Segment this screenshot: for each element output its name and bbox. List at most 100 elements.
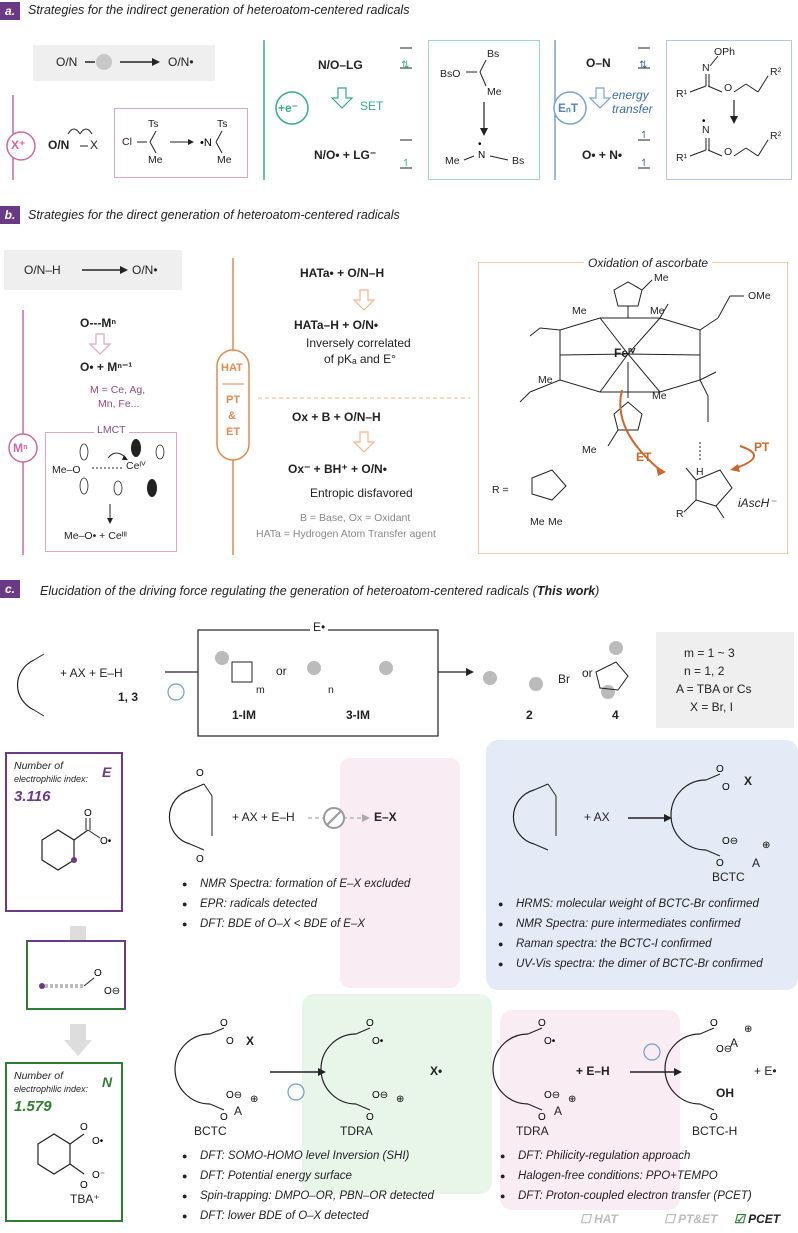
c-panel2-bullets: HRMS: molecular weight of BCTC-Br confir… bbox=[498, 894, 763, 974]
b-hat-badge-mid2: & bbox=[228, 410, 236, 422]
b-hat-line2: HATa–H + O/N• bbox=[294, 318, 379, 332]
b-metal-line3: M = Ce, Ag, bbox=[90, 384, 146, 396]
c-panel4-a2: A bbox=[730, 1036, 739, 1050]
b-hat-legend2: HATa = Hydrogen Atom Transfer agent bbox=[256, 528, 436, 540]
c-panel3-label-left: BCTC bbox=[194, 1124, 227, 1138]
c-check-ptet: ☐ PT&ET bbox=[664, 1212, 717, 1226]
c-check-ptet-label: PT&ET bbox=[678, 1212, 718, 1226]
list-item: HRMS: molecular weight of BCTC-Br confir… bbox=[498, 894, 763, 914]
b-fe: Feᴵⱽ bbox=[614, 346, 636, 360]
a-onx: O/N bbox=[48, 138, 70, 152]
svg-text:O: O bbox=[366, 1018, 374, 1029]
b-me-2: Me bbox=[650, 305, 665, 317]
svg-text:O⁻: O⁻ bbox=[92, 1170, 105, 1181]
svg-text:O: O bbox=[710, 1018, 718, 1029]
c-n-card-tba: TBA⁺ bbox=[70, 1192, 100, 1206]
svg-text:O•: O• bbox=[92, 1136, 104, 1147]
svg-text:O: O bbox=[716, 858, 724, 869]
c-or1: or bbox=[276, 664, 287, 678]
a-oxime-ob: O bbox=[724, 146, 733, 158]
svg-text:⊕: ⊕ bbox=[250, 1094, 258, 1105]
c-panel4-label-left: TDRA bbox=[516, 1124, 549, 1138]
svg-text:O⊖: O⊖ bbox=[544, 1090, 560, 1101]
c-e-card-title: Number of bbox=[14, 760, 64, 772]
svg-text:⇅: ⇅ bbox=[401, 60, 409, 71]
list-item: NMR Spectra: formation of E–X excluded bbox=[182, 874, 410, 894]
a-oxime-r2b: R² bbox=[770, 130, 782, 142]
svg-text:O: O bbox=[196, 768, 204, 779]
b-ome: OMe bbox=[748, 290, 771, 302]
c-label-13: 1, 3 bbox=[118, 690, 139, 704]
c-panel1-eqn: + AX + E–H bbox=[232, 810, 295, 824]
svg-text:⊕: ⊕ bbox=[744, 1024, 752, 1035]
svg-text:O: O bbox=[84, 808, 92, 819]
b-ome2: Me bbox=[548, 516, 563, 528]
c-or2: or bbox=[582, 666, 593, 680]
c-m: m bbox=[256, 684, 265, 696]
svg-text:O•: O• bbox=[372, 1036, 384, 1047]
svg-text:O⊖: O⊖ bbox=[226, 1090, 242, 1101]
a-oxime-r1b: R¹ bbox=[676, 152, 688, 164]
b-iasch: iAscH⁻ bbox=[738, 496, 776, 510]
b-lmct-bottom: Me–O• + Ceᴵᴵᴵ bbox=[64, 530, 127, 542]
b-pt: PT bbox=[754, 440, 770, 454]
list-item: UV-Vis spectra: the dimer of BCTC-Br con… bbox=[498, 954, 763, 974]
svg-text:O: O bbox=[710, 1112, 718, 1123]
svg-text:↿: ↿ bbox=[640, 130, 648, 141]
c-panel3-label-right: TDRA bbox=[340, 1124, 373, 1138]
c-check-hat-label: HAT bbox=[594, 1212, 618, 1226]
svg-text:O⊖: O⊖ bbox=[104, 986, 120, 997]
c-check-pcet: ☑ PCET bbox=[734, 1212, 780, 1226]
section-b-tag: b. bbox=[0, 206, 20, 224]
checkbox-icon: ☐ bbox=[580, 1212, 595, 1226]
list-item: DFT: BDE of O–X < BDE of E–X bbox=[182, 914, 410, 934]
a-reaction-box bbox=[33, 45, 215, 81]
svg-text:⊕: ⊕ bbox=[762, 840, 770, 851]
list-item: DFT: lower BDE of O–X detected bbox=[182, 1206, 434, 1226]
a-oxime-r1: R¹ bbox=[676, 88, 688, 100]
b-hat-line4: of pKₐ and E° bbox=[324, 352, 396, 366]
a-cln-ts: Ts bbox=[148, 118, 159, 130]
b-me-5: Me bbox=[654, 272, 669, 284]
svg-text:O: O bbox=[220, 1018, 228, 1029]
c-e-dot: E• bbox=[310, 620, 329, 634]
c-panel2-a: A bbox=[752, 856, 761, 870]
list-item: DFT: Philicity-regulation approach bbox=[500, 1146, 752, 1166]
svg-text:O: O bbox=[94, 968, 102, 979]
section-c-title-main: Elucidation of the driving force regulat… bbox=[40, 584, 537, 598]
b-me-6: Me bbox=[582, 444, 597, 456]
list-item: DFT: SOMO-HOMO level Inversion (SHI) bbox=[182, 1146, 434, 1166]
c-panel1-bullets: NMR Spectra: formation of E–X excluded E… bbox=[182, 874, 410, 934]
c-check-pcet-label: PCET bbox=[748, 1212, 781, 1226]
b-lmct-ce: Ceᴵⱽ bbox=[126, 460, 146, 472]
svg-text:⇅: ⇅ bbox=[639, 60, 647, 71]
b-metal-line2: O• + Mⁿ⁻¹ bbox=[80, 360, 133, 374]
svg-text:↿: ↿ bbox=[640, 158, 648, 169]
c-panel4-oh: OH bbox=[716, 1086, 734, 1100]
section-c-title: Elucidation of the driving force regulat… bbox=[40, 584, 599, 598]
b-lmct-meo: Me–O bbox=[52, 464, 81, 476]
a-ent-top: O–N bbox=[586, 56, 611, 70]
b-lmct-label: LMCT bbox=[94, 424, 129, 436]
b-hat-line1: HATa• + O/N–H bbox=[300, 266, 385, 280]
a-oxime-n: N bbox=[702, 62, 710, 74]
a-bso-me2: Me bbox=[445, 155, 460, 167]
a-oxime-oph: OPh bbox=[714, 46, 736, 58]
section-c-title-bold: This work bbox=[536, 584, 596, 598]
b-reaction-left: O/N–H bbox=[24, 263, 61, 277]
a-oxime-box bbox=[666, 40, 792, 180]
a-oxime-nb: N bbox=[702, 124, 710, 136]
b-metal-line1: O---Mⁿ bbox=[80, 316, 117, 330]
c-e-card-subtitle: electrophilic index: bbox=[14, 774, 89, 784]
a-cln-ts2: Ts bbox=[217, 118, 228, 130]
c-br: Br bbox=[558, 672, 570, 686]
c-connector-box bbox=[26, 940, 126, 1010]
a-onx-x: X bbox=[90, 138, 99, 152]
